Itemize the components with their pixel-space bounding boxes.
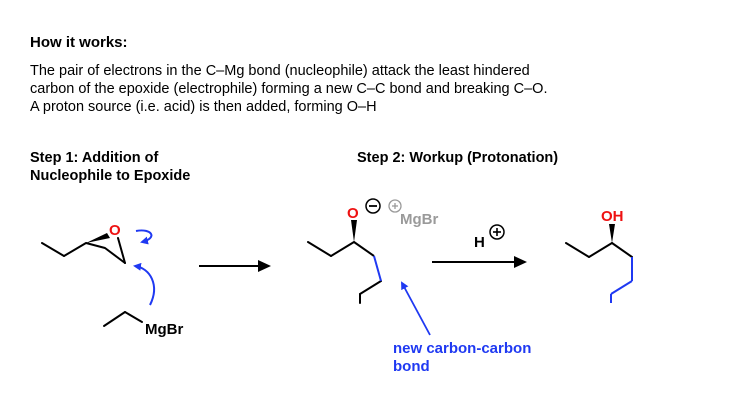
grignard-bond-2 [124, 311, 143, 323]
epoxide-c-c-bond [85, 242, 106, 249]
curved-arrow-bond-to-oxygen [135, 229, 153, 245]
epoxide-oxygen: O [109, 222, 121, 239]
alkoxide-bond-1 [307, 241, 332, 257]
epoxide-ethyl-bond-2 [63, 242, 87, 257]
reaction-arrow-2 [432, 256, 527, 268]
alcohol-oh-label: OH [601, 208, 624, 225]
reaction-arrow-1 [199, 260, 271, 272]
grignard-bond-1 [103, 311, 126, 327]
proton-charge-icon [489, 224, 505, 240]
curved-arrow-nucleophile-attack [133, 262, 155, 306]
alkoxide-oxygen: O [347, 205, 359, 222]
alcohol-wedge-bond [609, 224, 615, 243]
annotation-arrow [401, 281, 431, 336]
epoxide-molecule: O [41, 222, 126, 264]
explanation-line-2: carbon of the epoxide (electrophile) for… [30, 81, 548, 97]
explanation-line-3: A proton source (i.e. acid) is then adde… [30, 99, 377, 115]
alkoxide-new-cc-bond [373, 255, 382, 282]
heading: How it works: [30, 34, 128, 51]
epoxide-ring-bond [104, 247, 126, 264]
alcohol-product: OH [565, 208, 633, 303]
step1-title-line-2: Nucleophile to Epoxide [30, 168, 191, 184]
positive-charge-icon [388, 199, 402, 213]
epoxide-ethyl-bond-1 [41, 242, 65, 257]
step1-title-line-1: Step 1: Addition of [30, 150, 159, 166]
epoxide-wedge-bond [86, 233, 110, 243]
alkoxide-bond-5 [359, 280, 382, 295]
negative-charge-icon [365, 198, 381, 214]
alkoxide-wedge-bond [351, 220, 357, 242]
alkoxide-bond-3 [353, 241, 375, 257]
alcohol-bond-1 [565, 242, 590, 258]
counterion-mgbr-label: MgBr [400, 211, 438, 228]
alkoxide-bond-2 [330, 241, 355, 257]
alcohol-bond-5 [610, 280, 633, 295]
grignard-mgbr-label: MgBr [145, 321, 183, 338]
annotation-line-2: bond [393, 358, 430, 375]
annotation-line-1: new carbon-carbon [393, 340, 531, 357]
alcohol-bond-2 [588, 242, 613, 258]
epoxide-co-bond [117, 237, 126, 264]
grignard-reagent: MgBr [103, 311, 183, 338]
step2-title: Step 2: Workup (Protonation) [357, 150, 559, 166]
proton-h-label: H [474, 234, 485, 251]
explanation-line-1: The pair of electrons in the C–Mg bond (… [30, 63, 530, 79]
alkoxide-intermediate: O MgBr [307, 198, 438, 304]
alcohol-bond-3 [611, 242, 633, 258]
